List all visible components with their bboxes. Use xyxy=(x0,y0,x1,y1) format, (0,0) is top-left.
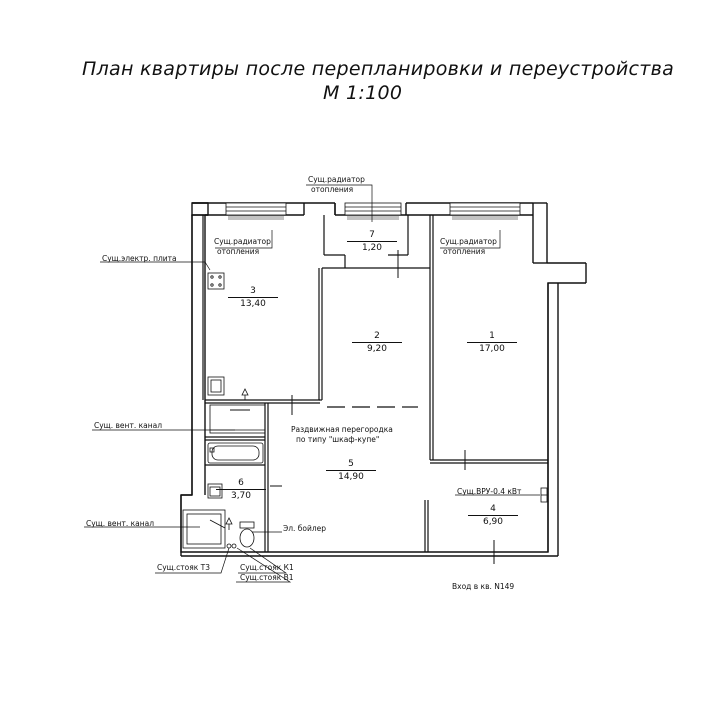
room-7-number: 7 xyxy=(369,230,375,240)
toilet-icon xyxy=(239,521,255,548)
windows xyxy=(225,202,521,216)
stove-label: Сущ.электр. плита xyxy=(102,254,177,263)
plan-title: План квартиры после перепланировки и пер… xyxy=(82,58,675,80)
riser-t3-label: Сущ.стояк Т3 xyxy=(157,563,210,572)
room-3-number: 3 xyxy=(250,286,256,296)
radiator-label-top: Сущ.радиатор xyxy=(308,175,365,184)
room-6-area: 3,70 xyxy=(216,489,266,501)
room-4-area: 6,90 xyxy=(468,515,518,527)
washbasin-icon xyxy=(207,483,223,499)
room-2: 2 9,20 xyxy=(352,331,402,354)
vent-label-1: Сущ. вент. канал xyxy=(94,421,163,430)
entrance-label: Вход в кв. N149 xyxy=(452,582,515,591)
partition-label-1: Раздвижная перегородка xyxy=(291,425,393,434)
boiler-label: Эл. бойлер xyxy=(283,524,327,533)
vru-label: Сущ.ВРУ-0.4 кВт xyxy=(457,487,522,496)
room-4: 4 6,90 xyxy=(468,504,518,527)
plan-scale: М 1:100 xyxy=(323,82,403,104)
radiator-label-left: Сущ.радиатор xyxy=(214,237,271,246)
room-5: 5 14,90 xyxy=(326,459,376,482)
room-1-number: 1 xyxy=(489,331,495,341)
radiator-label-right-2: отопления xyxy=(443,247,486,256)
room-1: 1 17,00 xyxy=(467,331,517,354)
room-7-area: 1,20 xyxy=(347,241,397,253)
radiator-label-right: Сущ.радиатор xyxy=(440,237,497,246)
radiator-label-left-2: отопления xyxy=(217,247,260,256)
doors xyxy=(230,250,495,564)
room-2-area: 9,20 xyxy=(352,342,402,354)
radiator-label-top-2: отопления xyxy=(311,185,354,194)
room-3: 3 13,40 xyxy=(228,286,278,309)
riser-k1-label: Сущ.стояк К1 xyxy=(240,563,294,572)
radiators xyxy=(228,216,518,220)
riser-v1-label: Сущ.стояк В1 xyxy=(240,573,294,582)
bathtub-icon xyxy=(207,442,264,464)
stove-icon xyxy=(207,272,225,290)
interior-walls xyxy=(202,215,548,552)
room-5-area: 14,90 xyxy=(326,470,376,482)
vent-label-2: Сущ. вент. канал xyxy=(86,519,155,528)
leader-lines xyxy=(84,184,540,583)
room-1-area: 17,00 xyxy=(467,342,517,354)
room-4-number: 4 xyxy=(490,504,496,514)
room-3-area: 13,40 xyxy=(228,297,278,309)
room-5-number: 5 xyxy=(348,459,354,469)
vent-icon xyxy=(209,388,266,434)
riser-icons xyxy=(226,543,237,549)
vru-panel-icon xyxy=(540,487,548,503)
vent-block-icon xyxy=(182,509,233,549)
room-6-number: 6 xyxy=(238,478,244,488)
room-6: 6 3,70 xyxy=(216,478,266,501)
room-2-number: 2 xyxy=(374,331,380,341)
room-7: 7 1,20 xyxy=(347,230,397,253)
sink-icon xyxy=(207,376,225,396)
partition-label-2: по типу "шкаф-купе" xyxy=(296,435,380,444)
